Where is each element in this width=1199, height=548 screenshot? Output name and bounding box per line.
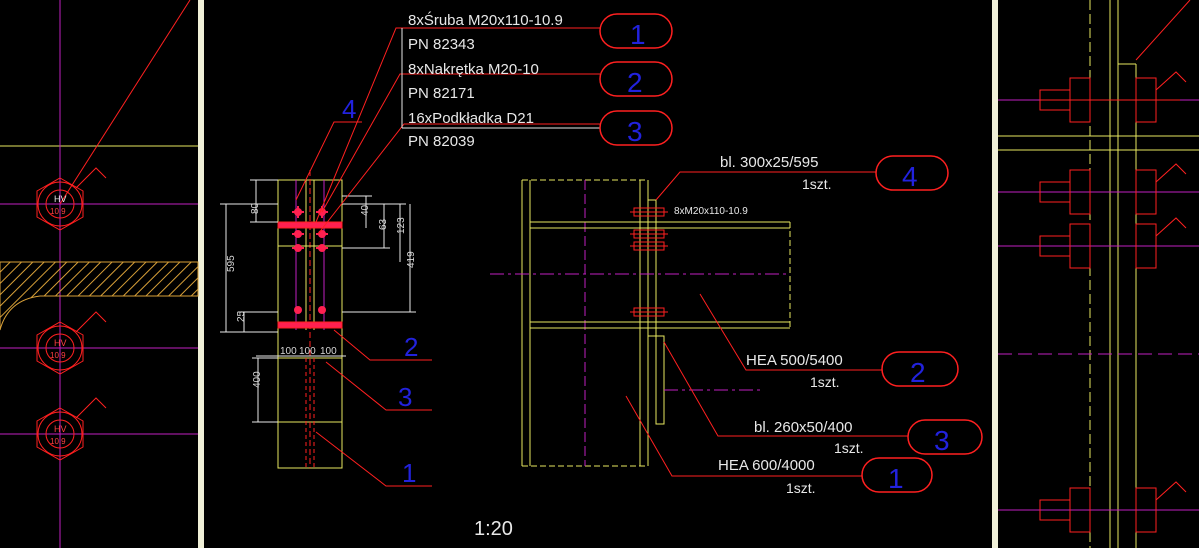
- marker-2: 2: [627, 67, 643, 98]
- marker-4: 4: [902, 161, 918, 192]
- marker-3: 3: [627, 116, 643, 147]
- bolt-mark-bottom: 10.9: [50, 437, 66, 446]
- dim-63: 63: [378, 218, 389, 230]
- beam-qty: 1szt.: [810, 374, 840, 390]
- dim-400: 400: [252, 371, 263, 388]
- bolt-side-views: [1039, 71, 1187, 533]
- marker-2: 2: [404, 332, 418, 362]
- marker-2: 2: [910, 357, 926, 388]
- plate-top-label: bl. 300x25/595: [720, 154, 818, 171]
- bolt-head-3: HV 10.9: [36, 397, 107, 461]
- right-panel: [998, 0, 1199, 548]
- dim-595: 595: [226, 255, 237, 272]
- dim-123: 123: [396, 217, 407, 234]
- front-view: 80 595 25 400 40 63 123 419 100 100 100: [220, 27, 600, 487]
- bolt-mark-top: HV: [54, 424, 67, 434]
- washer-label: 16xPodkładka D21: [408, 110, 534, 127]
- dim-100-left: 100: [280, 346, 297, 357]
- bolt-head-1: HV 10.9: [36, 167, 107, 231]
- left-panel: HV 10.9 HV 10.9 HV 10.9: [0, 0, 199, 548]
- bolt-spec: 8xM20x110-10.9: [674, 206, 748, 217]
- marker-3: 3: [398, 382, 412, 412]
- dim-100-right: 100: [320, 346, 337, 357]
- marker-1: 1: [402, 458, 416, 488]
- column-qty: 1szt.: [786, 480, 816, 496]
- viewport-divider-right: [992, 0, 998, 548]
- nut-label: 8xNakrętka M20-10: [408, 61, 539, 78]
- bolt-head-2: HV 10.9: [36, 311, 107, 375]
- dim-40: 40: [360, 204, 371, 216]
- bolt-mark-bottom: 10.9: [50, 351, 66, 360]
- marker-1: 1: [630, 19, 646, 50]
- bolt-standard: PN 82343: [408, 36, 475, 53]
- nut-standard: PN 82171: [408, 85, 475, 102]
- viewport-divider-left: [198, 0, 204, 548]
- bolt-mark-top: HV: [54, 194, 67, 204]
- plate-side-label: bl. 260x50/400: [754, 419, 852, 436]
- side-view: [490, 171, 908, 477]
- plate-top-qty: 1szt.: [802, 176, 832, 192]
- plate-side-qty: 1szt.: [834, 440, 864, 456]
- part-markers: 1 2 3 4 2 3 1 4 2 3 1: [342, 13, 983, 494]
- marker-1: 1: [888, 463, 904, 494]
- dim-419: 419: [406, 251, 417, 268]
- bolt-mark-bottom: 10.9: [50, 207, 66, 216]
- bill-of-materials: 8xŚruba M20x110-10.9 PN 82343 8xNakrętka…: [401, 11, 600, 150]
- beam-label: HEA 500/5400: [746, 352, 843, 369]
- bolt-label: 8xŚruba M20x110-10.9: [408, 11, 563, 29]
- marker-4: 4: [342, 94, 356, 124]
- marker-3: 3: [934, 425, 950, 456]
- dim-80: 80: [250, 202, 261, 214]
- dim-100-center: 100: [299, 346, 316, 357]
- scale-label: 1:20: [474, 518, 513, 540]
- dim-25: 25: [236, 310, 247, 322]
- washer-standard: PN 82039: [408, 133, 475, 150]
- column-label: HEA 600/4000: [718, 457, 815, 474]
- bolt-mark-top: HV: [54, 338, 67, 348]
- hatched-section: [0, 261, 199, 331]
